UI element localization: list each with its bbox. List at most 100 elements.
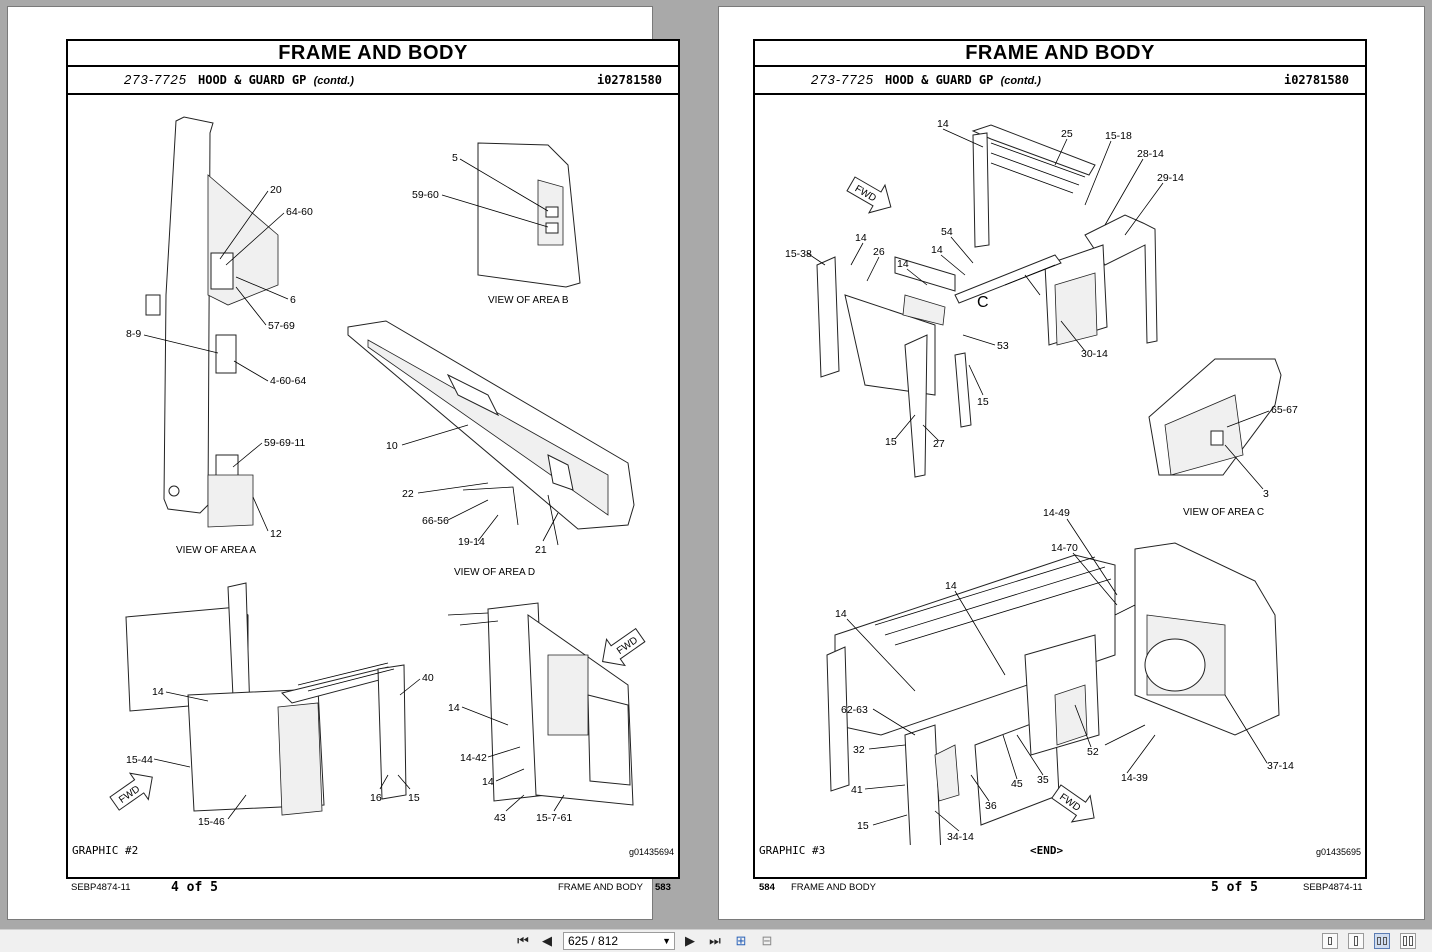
callout: 15-18 xyxy=(1105,130,1132,142)
footer-section: FRAME AND BODY xyxy=(558,882,643,893)
caption: VIEW OF AREA C xyxy=(1183,507,1264,518)
footer-page-number: 584 xyxy=(759,882,775,893)
callout: 30-14 xyxy=(1081,348,1108,360)
part-name: HOOD & GUARD GP xyxy=(198,73,307,87)
part-name-group: HOOD & GUARD GP (contd.) xyxy=(198,67,354,94)
pdf-page-left: FRAME AND BODY 273-7725 HOOD & GUARD GP … xyxy=(7,6,680,920)
callout: 26 xyxy=(873,246,885,258)
area-a-drawing xyxy=(145,116,279,528)
caption: VIEW OF AREA A xyxy=(176,545,256,556)
prev-page-icon[interactable]: ◀ xyxy=(542,933,552,948)
graphic-label: GRAPHIC #3 xyxy=(759,844,826,857)
footer-code: SEBP4874-11 xyxy=(71,882,131,893)
caption: VIEW OF AREA B xyxy=(488,295,569,306)
callout: 43 xyxy=(494,812,506,824)
callout: 20 xyxy=(270,184,282,196)
contd-label: (contd.) xyxy=(1000,75,1041,87)
callout: 14-49 xyxy=(1043,507,1070,519)
callout: 14 xyxy=(897,258,909,270)
contd-label: (contd.) xyxy=(313,75,354,87)
area-b-drawing: 5 59-60 VIEW OF AREA B xyxy=(412,142,581,306)
callout: 14-42 xyxy=(460,752,487,764)
part-number: 273-7725 xyxy=(811,72,874,87)
page-of: 5 of 5 xyxy=(1211,880,1258,895)
end-marker: <END> xyxy=(1030,844,1064,857)
first-page-icon[interactable]: ⏮ xyxy=(517,933,529,948)
callout: 27 xyxy=(933,438,945,450)
callout: 59-69-11 xyxy=(264,437,305,449)
callout: 15-38 xyxy=(785,248,812,260)
facing-continuous-icon[interactable] xyxy=(1400,933,1416,949)
callout: 15-44 xyxy=(126,754,153,766)
last-page-icon[interactable]: ⏭ xyxy=(709,933,721,948)
callout: 14 xyxy=(448,702,460,714)
doc-id: i02781580 xyxy=(1283,73,1349,87)
doc-id: i02781580 xyxy=(596,73,662,87)
callout: 53 xyxy=(997,340,1009,352)
pdf-page-right: FRAME AND BODY 273-7725 HOOD & GUARD GP … xyxy=(718,6,1425,920)
next-page-icon[interactable]: ▶ xyxy=(685,933,695,948)
callout: 14 xyxy=(152,686,164,698)
callout: 40 xyxy=(422,672,434,684)
part-name-group: HOOD & GUARD GP (contd.) xyxy=(885,67,1041,94)
assembly-right-drawing: 14 14-42 14 43 15-7-61 FWD xyxy=(447,602,646,824)
callout: 21 xyxy=(535,544,547,556)
single-page-icon[interactable] xyxy=(1322,933,1338,949)
callout: 8-9 xyxy=(126,328,141,340)
chevron-down-icon[interactable]: ▼ xyxy=(662,936,671,946)
callout: 5 xyxy=(452,152,458,164)
callout: 15 xyxy=(408,792,420,804)
graphic-id: g01435694 xyxy=(628,847,674,857)
navigation-toolbar: ⏮ ◀ 625 / 812 ▼ ▶ ⏭ ⊞ ⊟ xyxy=(0,929,1432,952)
callout: 36 xyxy=(985,800,997,812)
callout: 59-60 xyxy=(412,189,439,201)
continuous-icon[interactable] xyxy=(1348,933,1364,949)
subheader: 273-7725 HOOD & GUARD GP (contd.) i02781… xyxy=(68,67,678,95)
callout: 3 xyxy=(1263,488,1269,500)
callout: 22 xyxy=(402,488,414,500)
area-d-drawing: 10 22 66-56 19-14 21 VIEW OF AREA D xyxy=(347,320,635,578)
area-c-marker: C xyxy=(977,294,989,311)
facing-icon[interactable] xyxy=(1374,933,1390,949)
footer-page-number: 583 xyxy=(655,882,671,893)
callout: 34-14 xyxy=(947,831,974,843)
fwd-arrow: FWD xyxy=(109,772,153,811)
page-number-input[interactable]: 625 / 812 ▼ xyxy=(563,932,675,950)
graphic-label: GRAPHIC #2 xyxy=(72,844,139,857)
callout: 14 xyxy=(835,608,847,620)
callout: 25 xyxy=(1061,128,1073,140)
callout: 6 xyxy=(290,294,296,306)
callout: 62-63 xyxy=(841,704,868,716)
callout: 65-67 xyxy=(1271,404,1298,416)
assembly-left-drawing: 14 15-44 15-46 40 16 15 FWD xyxy=(109,582,434,828)
callout: 32 xyxy=(853,744,865,756)
part-number: 273-7725 xyxy=(124,72,187,87)
area-a-callouts: 20 64-60 6 57-69 8-9 4-60-64 59-69-11 12… xyxy=(126,184,313,556)
callout: 45 xyxy=(1011,778,1023,790)
callout: 41 xyxy=(851,784,863,796)
callout: 14-39 xyxy=(1121,772,1148,784)
callout: 64-60 xyxy=(286,206,313,218)
area-c-drawing: 65-67 3 VIEW OF AREA C xyxy=(1148,358,1298,518)
part-name: HOOD & GUARD GP xyxy=(885,73,994,87)
callout: 28-14 xyxy=(1137,148,1164,160)
graphic-id: g01435695 xyxy=(1315,847,1361,857)
fwd-arrow: FWD xyxy=(846,176,892,214)
callout: 52 xyxy=(1087,746,1099,758)
callout: 35 xyxy=(1037,774,1049,786)
caption: VIEW OF AREA D xyxy=(454,567,535,578)
callout: 37-14 xyxy=(1267,760,1294,772)
fit-page-icon[interactable]: ⊞ xyxy=(735,933,747,948)
callout: 14-70 xyxy=(1051,542,1078,554)
callout: 10 xyxy=(386,440,398,452)
callout: 16 xyxy=(370,792,382,804)
callout: 57-69 xyxy=(268,320,295,332)
fit-width-icon[interactable]: ⊟ xyxy=(761,933,773,948)
callout: 15 xyxy=(885,436,897,448)
page-of: 4 of 5 xyxy=(171,880,218,895)
section-title: FRAME AND BODY xyxy=(755,41,1365,67)
footer-code: SEBP4874-11 xyxy=(1303,882,1363,893)
callout: 54 xyxy=(941,226,953,238)
callout: 4-60-64 xyxy=(270,375,306,387)
callout: 14 xyxy=(945,580,957,592)
